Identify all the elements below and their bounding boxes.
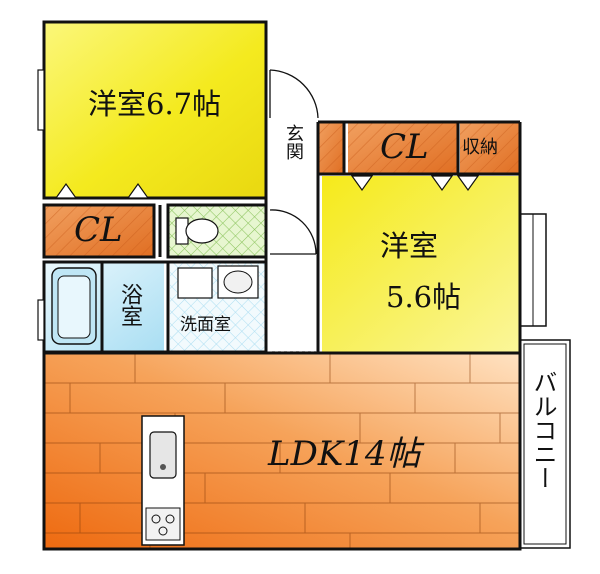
closet-right-label: CL <box>380 127 429 167</box>
ldk-floorboards <box>44 353 520 549</box>
ldk-room <box>44 353 520 549</box>
entrance-label: 玄関 <box>283 124 304 160</box>
toilet-bowl <box>185 218 219 244</box>
washroom-label: 洗面室 <box>180 315 231 335</box>
door-swings <box>269 69 319 353</box>
ldk-label: LDK14帖 <box>268 434 421 474</box>
closet-left-label: CL <box>74 210 123 250</box>
closet-door-markers <box>54 175 480 199</box>
kitchen-counter <box>141 415 185 546</box>
western-room-small <box>322 176 520 353</box>
bath-label: 浴室 <box>117 283 142 327</box>
room-name: 洋室 <box>88 87 147 121</box>
western-room-small-name: 洋室 <box>380 229 439 263</box>
storage-label: 収納 <box>462 137 498 158</box>
western-room-large-label: 洋室6.7帖 <box>88 90 221 119</box>
balcony-label: バルコニー <box>529 370 557 490</box>
balcony-area <box>519 339 571 549</box>
western-room-small-size: 5.6帖 <box>386 280 462 314</box>
western-room-large <box>44 22 266 198</box>
room-size: 6.7帖 <box>146 87 222 121</box>
entrance <box>272 122 318 174</box>
walls <box>42 20 522 551</box>
